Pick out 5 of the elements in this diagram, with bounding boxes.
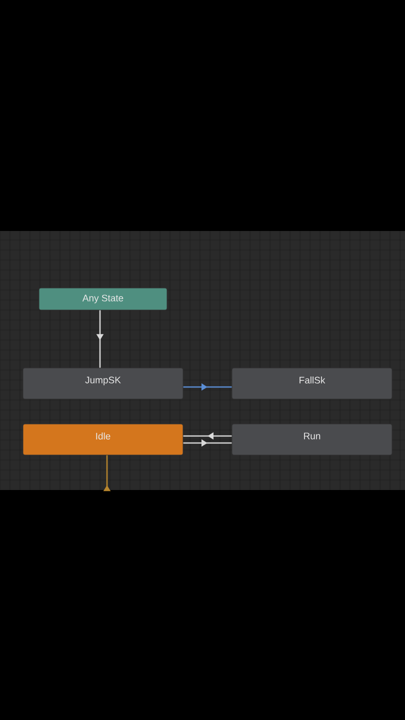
state-box: Any State bbox=[38, 288, 168, 310]
state-box: Run bbox=[232, 424, 392, 456]
state-box: JumpSK bbox=[22, 368, 184, 400]
state-box: Idle bbox=[22, 424, 184, 456]
state-box: FallSk bbox=[232, 368, 392, 400]
